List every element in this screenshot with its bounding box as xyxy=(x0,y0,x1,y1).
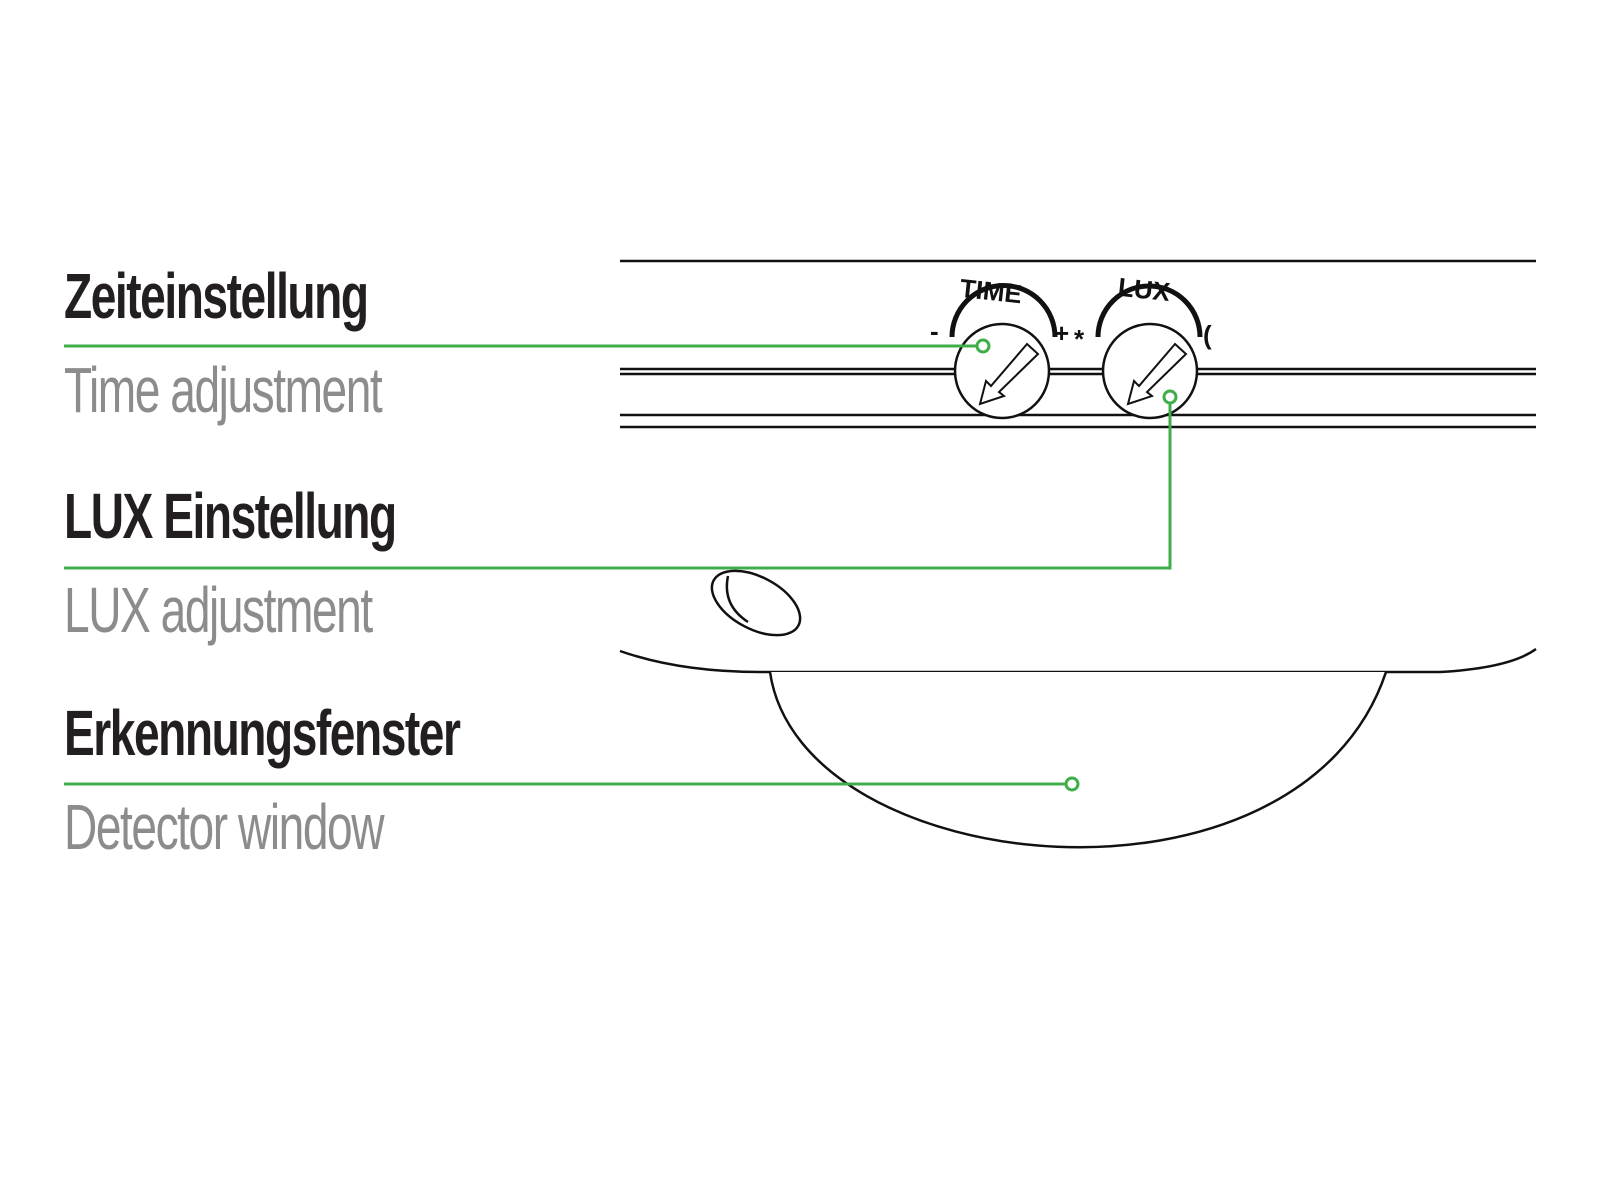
lux-dial[interactable]: LUX * ( xyxy=(1074,272,1212,420)
lux-dial-label: LUX xyxy=(1117,272,1173,307)
leader-lines xyxy=(64,338,1178,792)
lens-outer xyxy=(710,569,802,637)
time-dial-arrow-icon xyxy=(978,342,1040,406)
lux-label-de: LUX Einstellung xyxy=(64,480,397,552)
lux-leader-line xyxy=(64,398,1172,570)
time-dial-knob[interactable] xyxy=(953,322,1051,420)
lux-dial-sun-icon: * xyxy=(1074,324,1085,354)
time-label-en: Time adjustment xyxy=(64,354,383,426)
housing-bottom-edge xyxy=(619,647,1537,674)
time-dial[interactable]: TIME - + xyxy=(930,273,1069,420)
lux-leader-dot xyxy=(1162,389,1178,405)
sensor-housing xyxy=(619,259,1537,674)
detector-leader-dot xyxy=(1064,776,1080,792)
detector-dome xyxy=(768,671,1388,849)
lux-dial-moon-icon: ( xyxy=(1203,320,1212,350)
time-leader-dot xyxy=(975,338,991,354)
time-dial-minus: - xyxy=(930,316,939,346)
time-label-de: Zeiteinstellung xyxy=(64,260,369,332)
lens-inner-curve xyxy=(725,575,749,624)
lux-label-en: LUX adjustment xyxy=(64,574,373,646)
lux-dial-scale-arc xyxy=(1095,283,1203,338)
time-dial-label: TIME xyxy=(958,273,1023,309)
lux-dial-arrow-icon xyxy=(1126,342,1188,406)
time-dial-scale-arc xyxy=(949,283,1058,338)
detector-label-en: Detector window xyxy=(64,791,384,863)
lux-dial-knob[interactable] xyxy=(1101,322,1199,420)
time-dial-plus: + xyxy=(1054,318,1069,348)
detector-label-de: Erkennungsfenster xyxy=(64,697,461,769)
indicator-lens xyxy=(710,569,802,637)
